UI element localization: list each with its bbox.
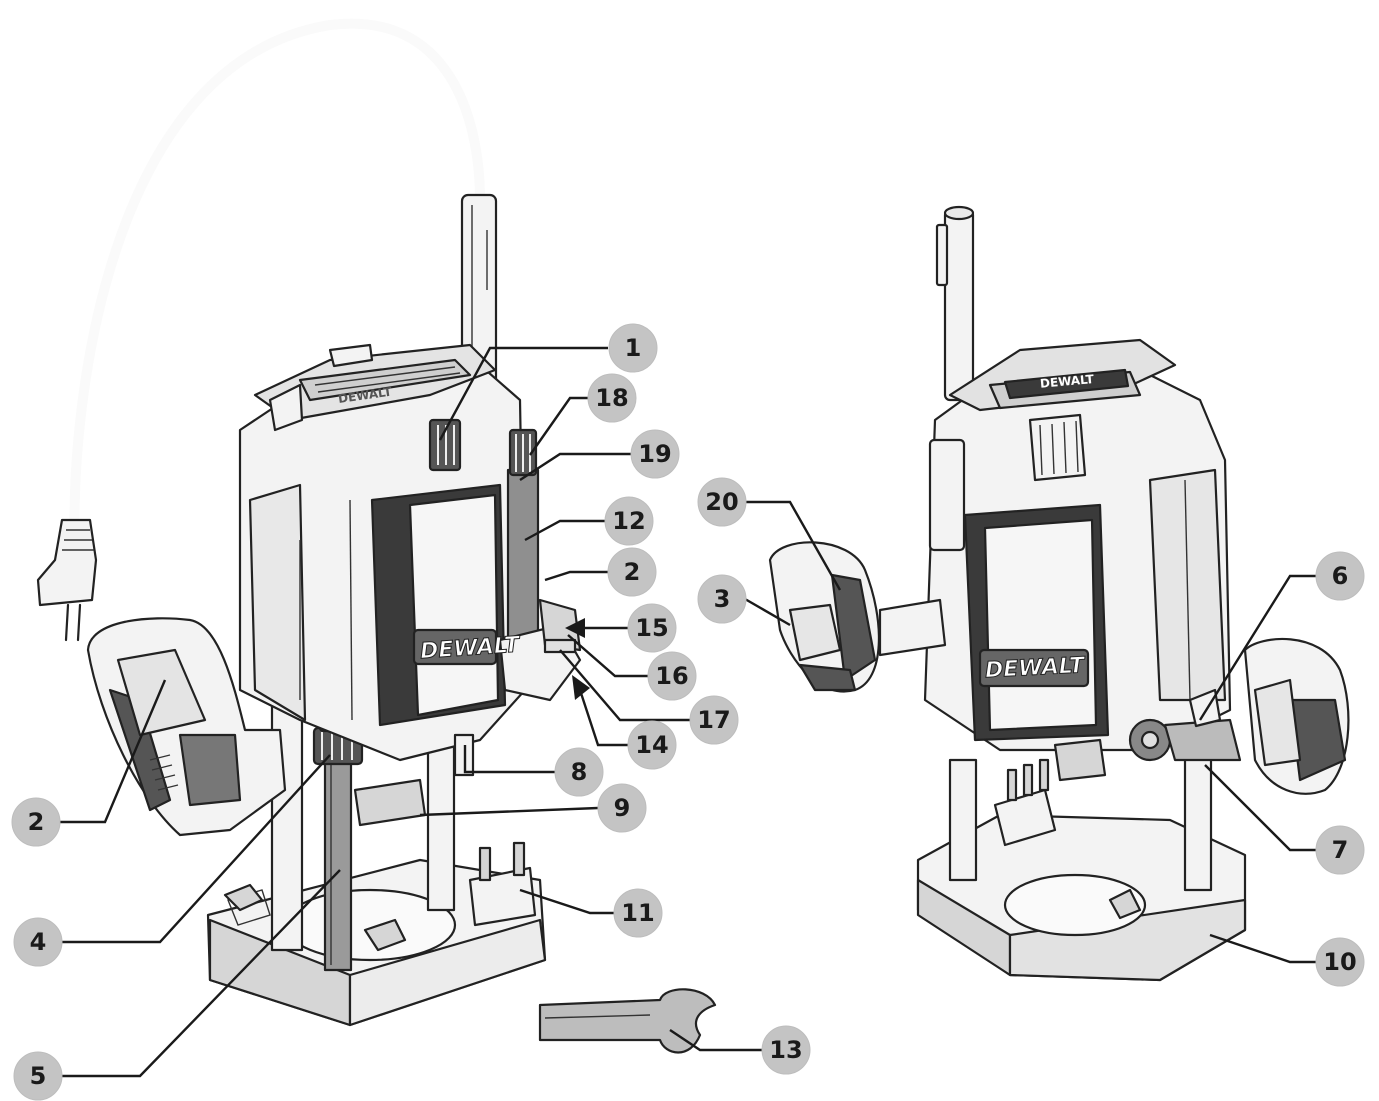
left-motor-housing: [238, 343, 527, 762]
label-8: 8: [554, 747, 604, 797]
svg-text:16: 16: [655, 662, 688, 690]
leader-13: [669, 1029, 762, 1052]
label-17: 17: [689, 695, 739, 745]
leader-2b: [60, 679, 167, 824]
left-base: [206, 858, 547, 1027]
leader-2a: [544, 570, 608, 582]
leader-9: [419, 806, 599, 817]
left-router: [36, 18, 582, 1027]
svg-text:2: 2: [624, 558, 641, 586]
leader-3: [744, 597, 791, 627]
svg-text:12: 12: [612, 507, 645, 535]
leader-6: [1198, 574, 1316, 721]
leader-18: [529, 396, 588, 456]
arrow-14: [572, 675, 590, 700]
part-labels: 1 18 19 12 2 15 16 17 14 8 9 11 2 4 5 13…: [11, 323, 1365, 1101]
svg-text:13: 13: [769, 1036, 802, 1064]
svg-text:9: 9: [614, 794, 631, 822]
svg-text:4: 4: [30, 928, 47, 956]
svg-text:17: 17: [697, 706, 730, 734]
arrow-15: [565, 618, 585, 638]
label-11: 11: [613, 888, 663, 938]
svg-text:19: 19: [638, 440, 671, 468]
label-12: 12: [604, 496, 654, 546]
leader-lines: [60, 346, 1316, 1078]
label-6: 6: [1315, 551, 1365, 601]
label-5: 5: [13, 1051, 63, 1101]
svg-text:3: 3: [714, 585, 731, 613]
label-19: 19: [630, 429, 680, 479]
leader-1: [438, 346, 608, 441]
svg-text:7: 7: [1332, 836, 1349, 864]
leader-17: [559, 649, 690, 722]
label-3: 3: [697, 574, 747, 624]
label-13: 13: [761, 1025, 811, 1075]
svg-text:2: 2: [28, 808, 45, 836]
svg-text:20: 20: [705, 488, 738, 516]
label-14: 14: [627, 720, 677, 770]
label-10: 10: [1315, 937, 1365, 987]
right-base: [916, 813, 1247, 982]
leader-16: [567, 634, 648, 678]
leader-4: [62, 754, 331, 944]
right-router: [768, 205, 1350, 982]
leader-5: [62, 869, 341, 1078]
label-20: 20: [697, 477, 747, 527]
right-columns: [935, 205, 1213, 892]
leader-20: [746, 500, 842, 591]
leader-12: [524, 519, 605, 542]
leader-11: [519, 888, 614, 915]
svg-text:11: 11: [621, 899, 654, 927]
label-4: 4: [13, 917, 63, 967]
leader-10: [1209, 933, 1316, 964]
leader-7: [1204, 764, 1316, 852]
left-handle: [86, 617, 287, 837]
right-depth-turret: [993, 758, 1057, 847]
leader-19: [519, 452, 631, 482]
svg-text:8: 8: [571, 758, 588, 786]
right-left-handle: [768, 541, 947, 693]
label-1: 1: [608, 323, 658, 373]
wrench: [538, 988, 717, 1054]
logo-top-right: DEWALT: [1039, 372, 1095, 391]
svg-text:5: 5: [30, 1062, 47, 1090]
leader-8: [463, 745, 555, 774]
label-16: 16: [647, 651, 697, 701]
label-15: 15: [627, 603, 677, 653]
svg-text:6: 6: [1332, 562, 1349, 590]
svg-text:1: 1: [625, 334, 642, 362]
label-2a: 2: [607, 547, 657, 597]
svg-text:14: 14: [635, 731, 668, 759]
leader-14: [578, 689, 628, 747]
right-right-handle: [1243, 637, 1350, 795]
svg-text:18: 18: [595, 384, 628, 412]
svg-text:15: 15: [635, 614, 668, 642]
logo-right: DEWALT: [984, 653, 1086, 683]
svg-text:10: 10: [1323, 948, 1356, 976]
right-motor-housing: [923, 338, 1232, 782]
label-2b: 2: [11, 797, 61, 847]
label-18: 18: [587, 373, 637, 423]
label-7: 7: [1315, 825, 1365, 875]
power-plug: [36, 518, 98, 642]
label-9: 9: [597, 783, 647, 833]
